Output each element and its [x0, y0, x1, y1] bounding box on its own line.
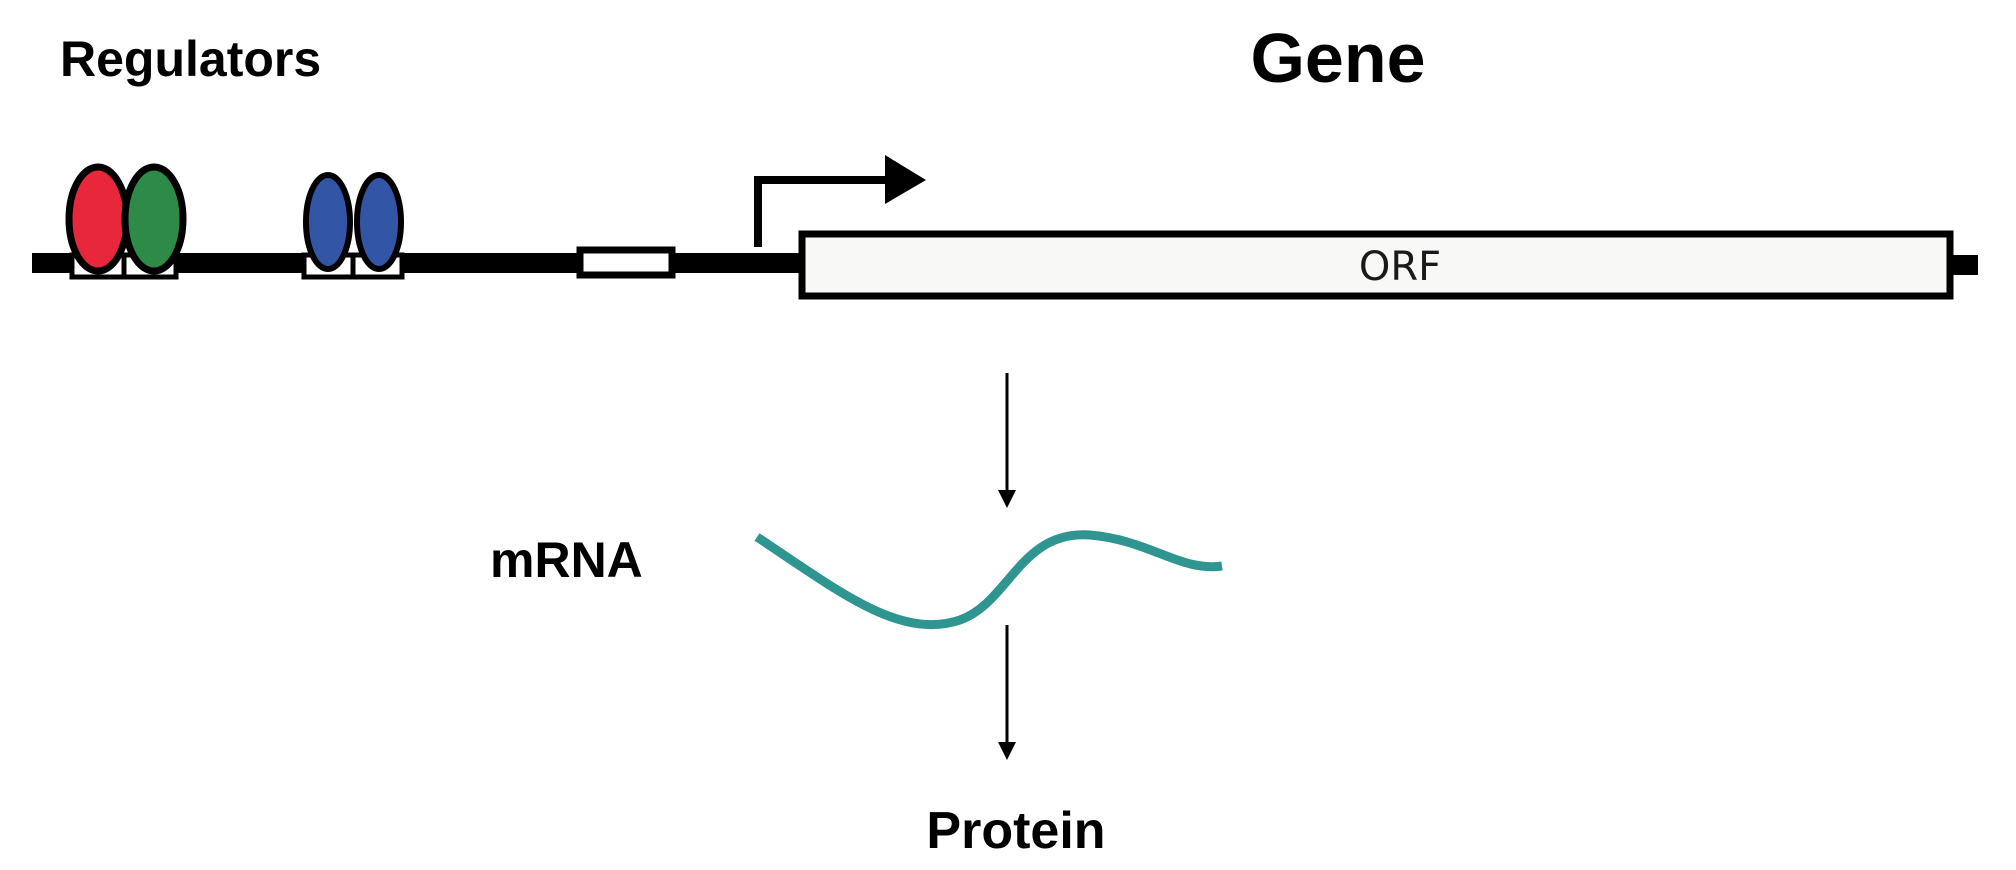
- regulator-pair-red-green: [65, 163, 187, 280]
- promoter-element-box: [576, 246, 676, 279]
- arrow-head: [885, 155, 926, 204]
- regulator-red: [65, 163, 131, 275]
- regulator-blue-1: [303, 172, 353, 272]
- protein-label: Protein: [926, 802, 1105, 860]
- mrna-label: mRNA: [490, 532, 643, 588]
- arrow-shaft: [754, 176, 890, 247]
- regulators-label: Regulators: [60, 31, 321, 87]
- orf-box: [798, 230, 1954, 300]
- arrow-head: [998, 742, 1016, 760]
- regulator-green: [121, 163, 187, 275]
- transcription-arrow: [998, 373, 1016, 508]
- gene-label: Gene: [1250, 19, 1425, 97]
- regulator-pair-blue: [301, 172, 405, 280]
- orf-label: ORF: [1359, 244, 1441, 290]
- translation-arrow: [998, 625, 1016, 760]
- mrna-strand: [754, 530, 1223, 629]
- transcription-start-arrow: [754, 155, 926, 247]
- arrow-head: [998, 490, 1016, 508]
- regulator-blue-2: [354, 172, 404, 272]
